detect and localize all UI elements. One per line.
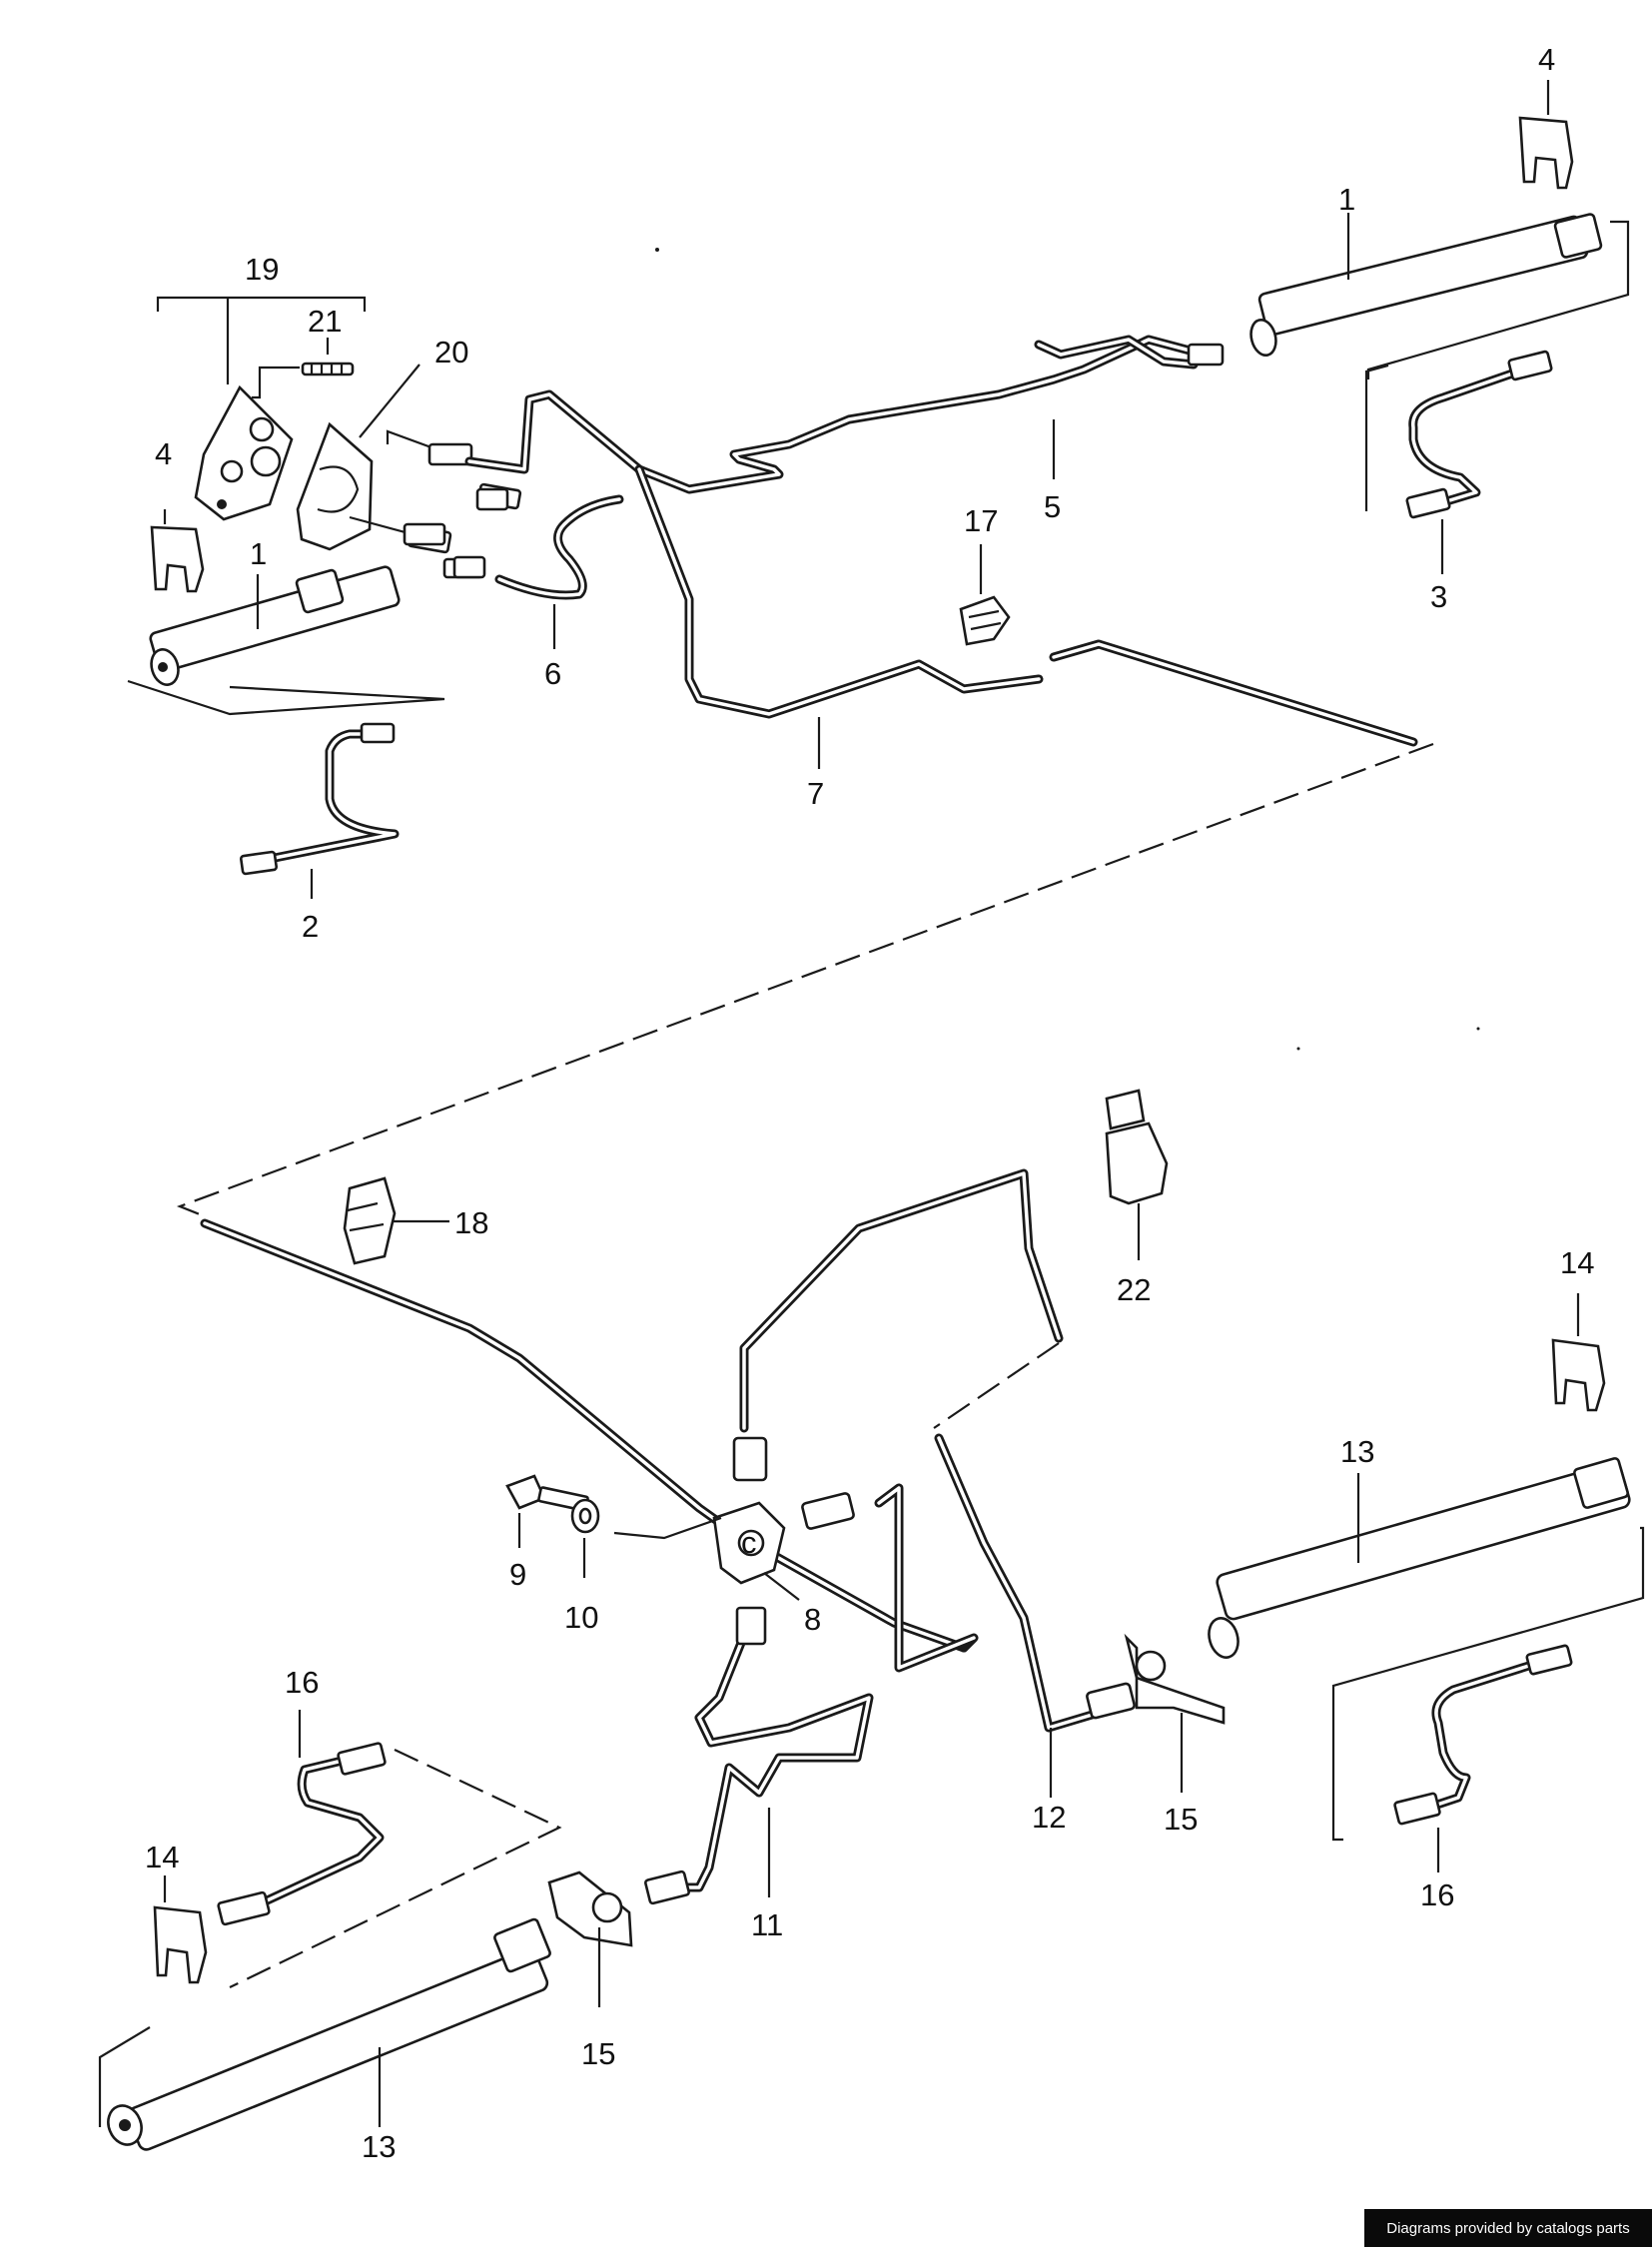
brake-line-3-right <box>1405 350 1553 574</box>
pipe-clip-22 <box>1105 1089 1169 1260</box>
retaining-clip-14-right <box>1551 1293 1606 1412</box>
brake-line-tee-upper-branch <box>732 1168 1064 1482</box>
brake-line-2-left <box>240 722 400 899</box>
callout-20: 20 <box>434 335 468 370</box>
group-bracket-19 <box>156 296 367 384</box>
brake-line-16-right <box>1393 1644 1573 1872</box>
callout-19: 19 <box>245 252 279 287</box>
brake-hose-13-left <box>98 1917 551 2151</box>
callout-9: 9 <box>509 1557 526 1592</box>
callout-7: 7 <box>807 776 824 811</box>
callout-3: 3 <box>1430 579 1447 614</box>
callout-1-right: 1 <box>1338 182 1355 217</box>
brake-line-16-left <box>217 1710 562 1988</box>
diagram-credit: Diagrams provided by catalogs parts <box>1364 2209 1652 2247</box>
callout-16-left: 16 <box>285 1665 319 1700</box>
callout-4-right: 4 <box>1538 42 1555 77</box>
callout-16-right: 16 <box>1420 1877 1454 1912</box>
mounting-bracket-15-right <box>1124 1633 1226 1793</box>
callout-17: 17 <box>964 503 998 538</box>
credit-text: Diagrams provided by catalogs parts <box>1386 2219 1630 2237</box>
brake-line-lower-main <box>200 1218 969 1653</box>
callout-21: 21 <box>308 304 342 339</box>
svg-text:c: c <box>741 1525 757 1560</box>
brake-line-11 <box>644 1606 874 1905</box>
callout-14-right: 14 <box>1560 1245 1594 1280</box>
callout-15-left: 15 <box>581 2036 615 2071</box>
retaining-clip-14-left <box>153 1875 208 1984</box>
callout-5: 5 <box>1044 489 1061 524</box>
callout-1-left: 1 <box>250 536 267 571</box>
callout-18: 18 <box>454 1205 488 1240</box>
brake-hose-13-right <box>1208 1457 1631 1659</box>
callout-13-right: 13 <box>1340 1434 1374 1469</box>
brake-line-tee-right-branch <box>801 1483 979 1673</box>
callout-11: 11 <box>751 1907 783 1942</box>
retaining-clip-4-left <box>150 509 205 593</box>
callout-4-left: 4 <box>155 436 172 471</box>
stud-21 <box>252 338 355 399</box>
pipe-clip-17 <box>959 544 1011 646</box>
callout-6: 6 <box>544 656 561 691</box>
callout-14-left: 14 <box>145 1840 179 1874</box>
callout-13-left: 13 <box>362 2129 396 2164</box>
callout-8: 8 <box>804 1602 821 1637</box>
callout-2: 2 <box>302 909 319 944</box>
brake-line-5 <box>464 335 1225 494</box>
brake-line-6 <box>407 482 624 649</box>
brake-hose-1-right <box>1249 213 1603 358</box>
callout-22: 22 <box>1117 1272 1151 1307</box>
callout-15-right: 15 <box>1164 1802 1198 1837</box>
pipe-clip-18 <box>343 1176 449 1265</box>
brake-tee-8: c <box>613 1501 800 1601</box>
washer-10 <box>570 1498 600 1578</box>
brake-hose-1-left <box>149 565 401 686</box>
callout-10: 10 <box>564 1600 598 1635</box>
brake-line-12 <box>934 1433 1136 1798</box>
gasket-20 <box>296 364 420 551</box>
distribution-plate-19 <box>194 384 294 521</box>
brake-line-7 <box>634 464 1418 769</box>
retaining-clip-4-right <box>1518 80 1574 190</box>
mounting-bracket-15-left <box>547 1871 633 2007</box>
callout-12: 12 <box>1032 1800 1066 1835</box>
